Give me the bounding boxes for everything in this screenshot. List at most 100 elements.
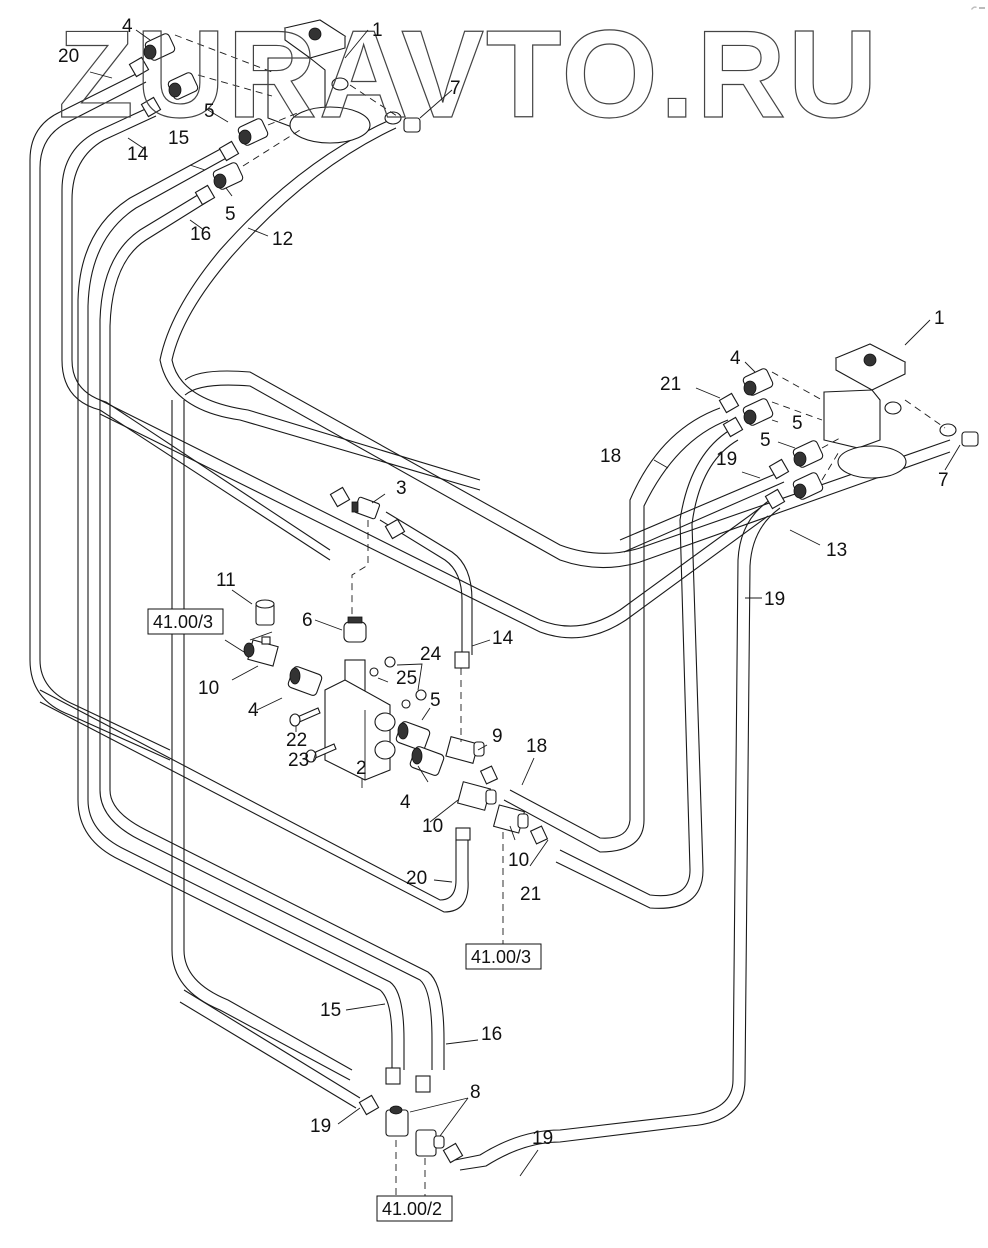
hose-14-end	[454, 651, 470, 669]
callout-10: 10	[198, 678, 219, 699]
reference-label: 41.00/2	[382, 1199, 442, 1219]
callout-24: 24	[420, 644, 442, 665]
motor-top-left	[267, 19, 371, 144]
dash-lines-right	[771, 371, 946, 481]
callout-4: 4	[248, 700, 259, 721]
plug-7-right	[939, 423, 979, 447]
hose-20-lower	[39, 689, 469, 913]
callout-5: 5	[792, 413, 803, 434]
callouts: 4 20 1 5 7 14 15 5 16 12 1 4 21 5 5 18 1…	[58, 16, 949, 1149]
callout-20: 20	[406, 868, 427, 889]
hose-vertical-center	[171, 400, 353, 1081]
callout-5: 5	[430, 690, 441, 711]
callout-2: 2	[356, 758, 367, 779]
elbow-10-left	[243, 636, 279, 667]
callout-19: 19	[764, 589, 785, 610]
hose-12	[159, 119, 481, 491]
callout-14: 14	[492, 628, 514, 649]
callout-23: 23	[288, 750, 309, 771]
callout-10: 10	[422, 816, 443, 837]
fitting-5-center	[395, 721, 431, 751]
washers-25	[369, 667, 411, 709]
cap-11	[255, 599, 275, 626]
callout-5: 5	[225, 204, 236, 225]
callout-20: 20	[58, 46, 79, 67]
callout-9: 9	[492, 726, 503, 747]
leader-lines	[89, 29, 961, 1177]
fitting-5-top-a	[167, 72, 199, 100]
callout-18: 19	[310, 1116, 331, 1137]
callout-25: 25	[396, 668, 417, 689]
fitting-5-top-b	[237, 118, 269, 146]
callout-6: 6	[302, 610, 313, 631]
hose-ends-bottom	[358, 1067, 464, 1164]
hose-18-right	[619, 471, 785, 553]
reference-label: 41.00/3	[471, 947, 531, 967]
callout-5: 5	[760, 430, 771, 451]
watermark-text: ZURAVTO.RU	[58, 6, 879, 144]
motor-right	[823, 343, 907, 479]
hose-17-right	[503, 407, 729, 853]
hose-19-right	[454, 499, 781, 1171]
nuts-24	[384, 656, 427, 701]
reference-box-left[interactable]: 41.00/3	[147, 608, 224, 635]
callout-10: 10	[508, 850, 529, 871]
callout-17: 18	[600, 446, 621, 467]
hose-18-lower	[179, 989, 361, 1109]
hose-ends-top	[128, 56, 402, 206]
dash-lines-top	[174, 34, 401, 167]
hose-lower-loop	[99, 399, 769, 639]
plug-7-top	[403, 117, 421, 133]
elbow-10-center-a	[456, 781, 497, 811]
tee-8-a	[385, 1105, 409, 1137]
elbow-10-center-b	[492, 804, 529, 834]
hose-20-left-outer	[29, 71, 171, 761]
hose-13-upper-loop	[184, 370, 951, 569]
fitting-4-top	[143, 33, 176, 61]
callout-16: 16	[481, 1024, 502, 1045]
callout-13: 13	[826, 540, 847, 561]
fitting-4-center-b	[409, 746, 445, 776]
fitting-4-center-a	[287, 666, 323, 696]
callout-18: 19	[716, 449, 737, 470]
fitting-4-right	[742, 368, 774, 396]
callout-15: 15	[320, 1000, 341, 1021]
callout-21: 21	[660, 374, 681, 395]
hose-21-right	[555, 429, 739, 909]
reference-box-bottom[interactable]: 41.00/2	[376, 1195, 453, 1222]
callout-4: 4	[400, 792, 411, 813]
callout-4: 4	[122, 16, 133, 37]
switch-6	[343, 616, 367, 643]
callout-14: 14	[127, 144, 149, 165]
callout-3: 3	[396, 478, 407, 499]
dash-3-to-6	[351, 520, 369, 620]
corner-mark	[971, 6, 985, 10]
tee-9	[445, 736, 485, 764]
hose-15-16-left	[77, 145, 445, 1070]
reference-box-middle[interactable]: 41.00/3	[465, 943, 542, 970]
callout-7: 7	[450, 78, 461, 99]
bolt-22	[289, 707, 321, 727]
callout-21: 21	[520, 884, 541, 905]
hose-ends-center	[455, 765, 549, 845]
callout-11: 11	[216, 570, 236, 591]
fitting-5-right-c	[792, 472, 824, 500]
hose-14-center	[379, 511, 473, 655]
tee-8-b	[415, 1129, 445, 1157]
callout-1: 1	[934, 308, 945, 329]
callout-12: 12	[272, 229, 293, 250]
callout-4: 4	[730, 348, 741, 369]
callout-1: 1	[372, 20, 383, 41]
callout-5: 5	[204, 101, 215, 122]
fitting-5-right-b	[792, 440, 824, 468]
callout-17: 18	[526, 736, 547, 757]
callout-15: 15	[168, 128, 189, 149]
reference-label: 41.00/3	[153, 612, 213, 632]
fitting-5-top-c	[212, 162, 244, 190]
fitting-5-right-a	[742, 398, 774, 426]
valve-block-2	[324, 659, 396, 781]
hose-ends-right	[718, 392, 790, 510]
callout-8: 8	[470, 1082, 481, 1103]
tee-fitting-3	[329, 486, 406, 540]
